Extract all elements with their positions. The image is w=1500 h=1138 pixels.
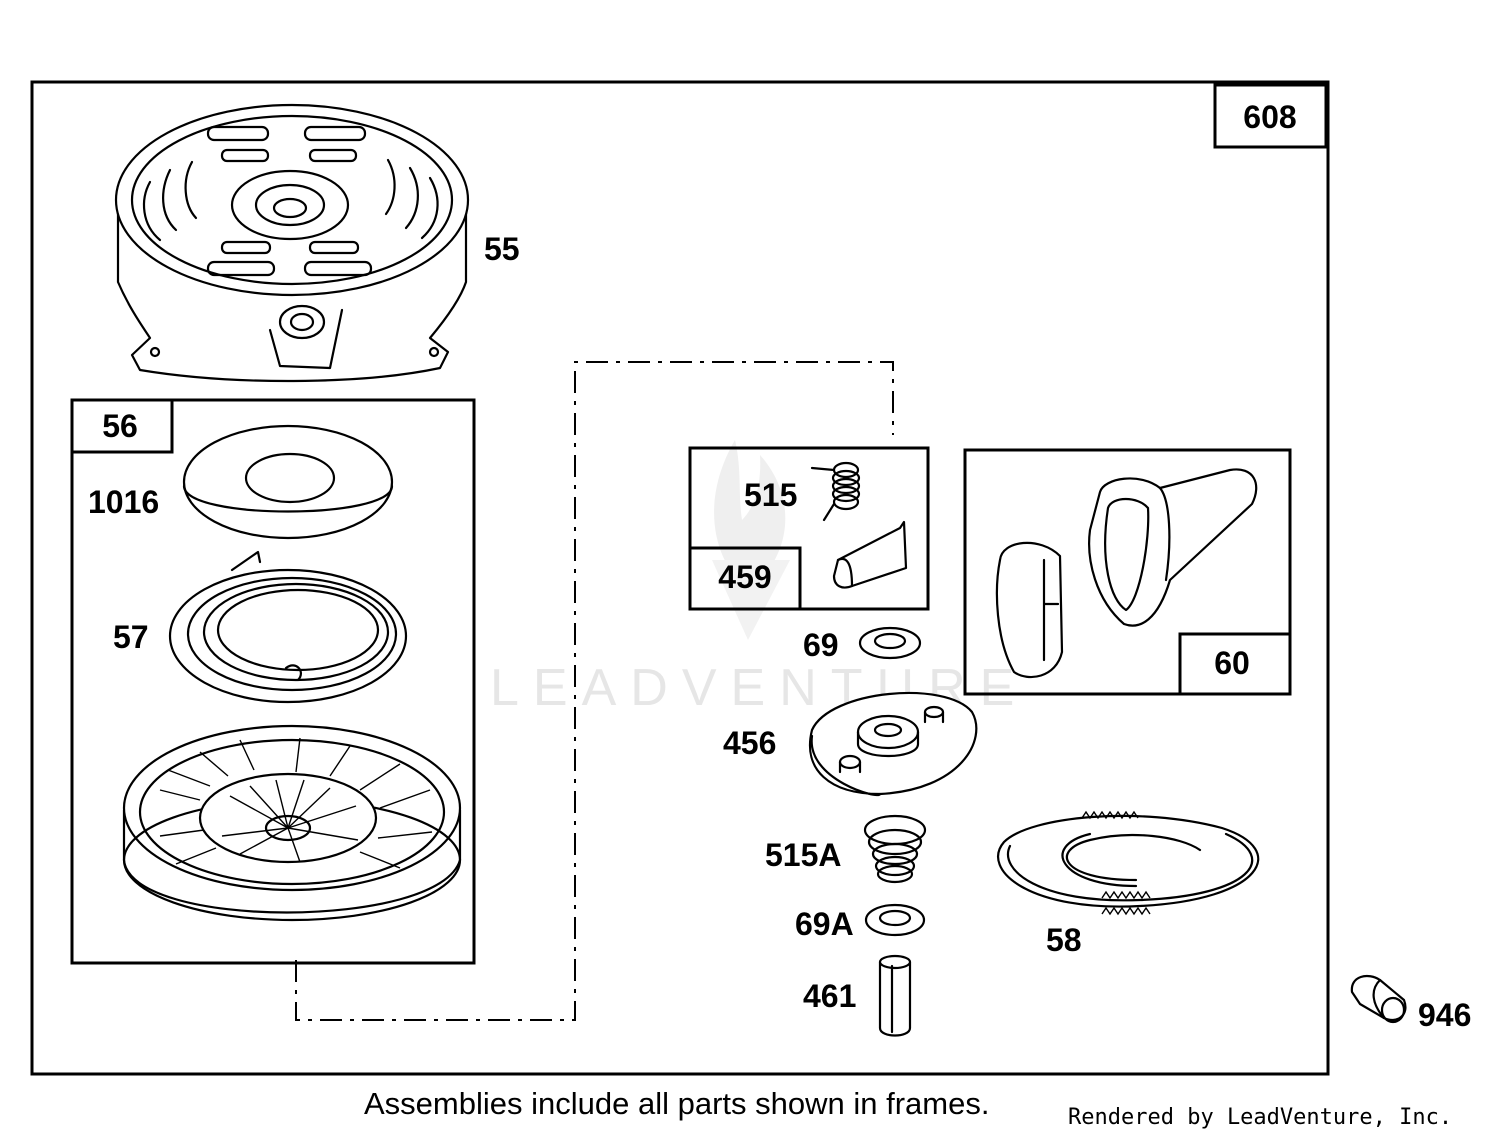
label-461: 461 xyxy=(803,978,856,1014)
assembly-connector-line xyxy=(295,361,894,1021)
pin-part xyxy=(878,954,912,1037)
frame-459-label-box: 459 xyxy=(688,546,802,611)
label-946: 946 xyxy=(1418,997,1471,1033)
retainer-part xyxy=(808,691,978,797)
frame-60-label-box: 60 xyxy=(1178,632,1292,696)
label-515: 515 xyxy=(744,477,797,513)
handle-part xyxy=(995,468,1258,679)
clip-part xyxy=(1350,974,1407,1024)
label-58: 58 xyxy=(1046,922,1082,958)
frame-60-label: 60 xyxy=(1214,645,1250,681)
footer-note: Assemblies include all parts shown in fr… xyxy=(364,1086,989,1121)
frame-60 xyxy=(963,448,1292,696)
label-1016: 1016 xyxy=(88,484,159,520)
rewind-spring-part xyxy=(168,550,408,704)
assembly-number-box: 608 xyxy=(1213,83,1328,149)
rope-part xyxy=(997,810,1260,916)
label-57: 57 xyxy=(113,619,149,655)
frame-56-label: 56 xyxy=(102,408,138,444)
label-55: 55 xyxy=(484,231,520,267)
housing-part xyxy=(114,103,470,383)
label-456: 456 xyxy=(723,725,776,761)
frame-459-label: 459 xyxy=(718,559,771,595)
spring-cup-part xyxy=(182,424,394,540)
pawl-spring-part xyxy=(810,461,861,522)
spring-515a-part xyxy=(863,814,927,884)
assembly-number: 608 xyxy=(1243,99,1296,135)
footer-credit: Rendered by LeadVenture, Inc. xyxy=(1068,1105,1452,1130)
washer-69a-part xyxy=(864,903,926,937)
pulley-part xyxy=(122,724,462,922)
label-515a: 515A xyxy=(765,837,842,873)
label-69a: 69A xyxy=(795,906,854,942)
label-69: 69 xyxy=(803,627,839,663)
pawl-part xyxy=(832,520,908,589)
frame-56 xyxy=(70,398,476,965)
washer-69-part xyxy=(858,626,922,660)
frame-459 xyxy=(688,446,930,611)
assembly-frame xyxy=(30,80,1330,1076)
frame-56-label-box: 56 xyxy=(70,398,174,454)
